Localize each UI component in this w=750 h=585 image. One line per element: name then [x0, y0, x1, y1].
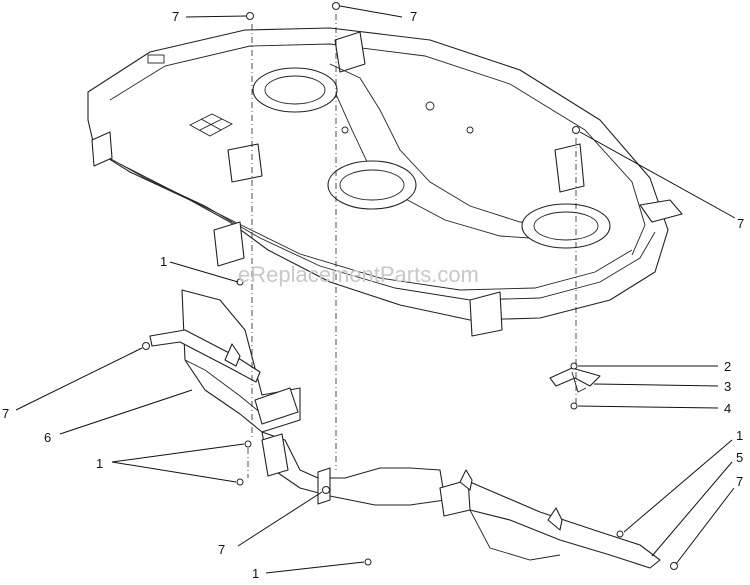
- callout-5-right: 5: [736, 450, 743, 465]
- mower-deck-housing: [87, 27, 683, 337]
- baffle-assembly: [149, 289, 661, 569]
- deflector-bracket-part-3: [549, 367, 601, 393]
- callout-7-top-mid: 7: [410, 9, 417, 24]
- callout-1-left-upper: 1: [160, 254, 167, 269]
- leader-lines: [15, 5, 736, 574]
- watermark-text: eReplacementParts.com: [238, 262, 479, 287]
- alignment-lines: [247, 14, 577, 478]
- callout-7-right-upper: 7: [737, 216, 744, 231]
- callout-1-left-lower: 1: [96, 456, 103, 471]
- washer-part-2: [570, 362, 578, 370]
- callout-7-left: 7: [2, 406, 9, 421]
- fasteners: [142, 2, 678, 570]
- callout-7-right-lower: 7: [736, 474, 743, 489]
- callout-labels: 7 7 7 1 7 6 1 2 3 4 1 5 7 7 1: [2, 9, 744, 581]
- callout-7-bottom: 7: [218, 542, 225, 557]
- nut-part-4: [570, 402, 578, 410]
- callout-3-right: 3: [724, 379, 731, 394]
- callout-1-right: 1: [736, 428, 743, 443]
- callout-1-bottom: 1: [252, 566, 259, 581]
- callout-4-right: 4: [724, 401, 731, 416]
- callout-6-left: 6: [44, 430, 51, 445]
- callout-2-right: 2: [724, 359, 731, 374]
- callout-7-top-left: 7: [172, 9, 179, 24]
